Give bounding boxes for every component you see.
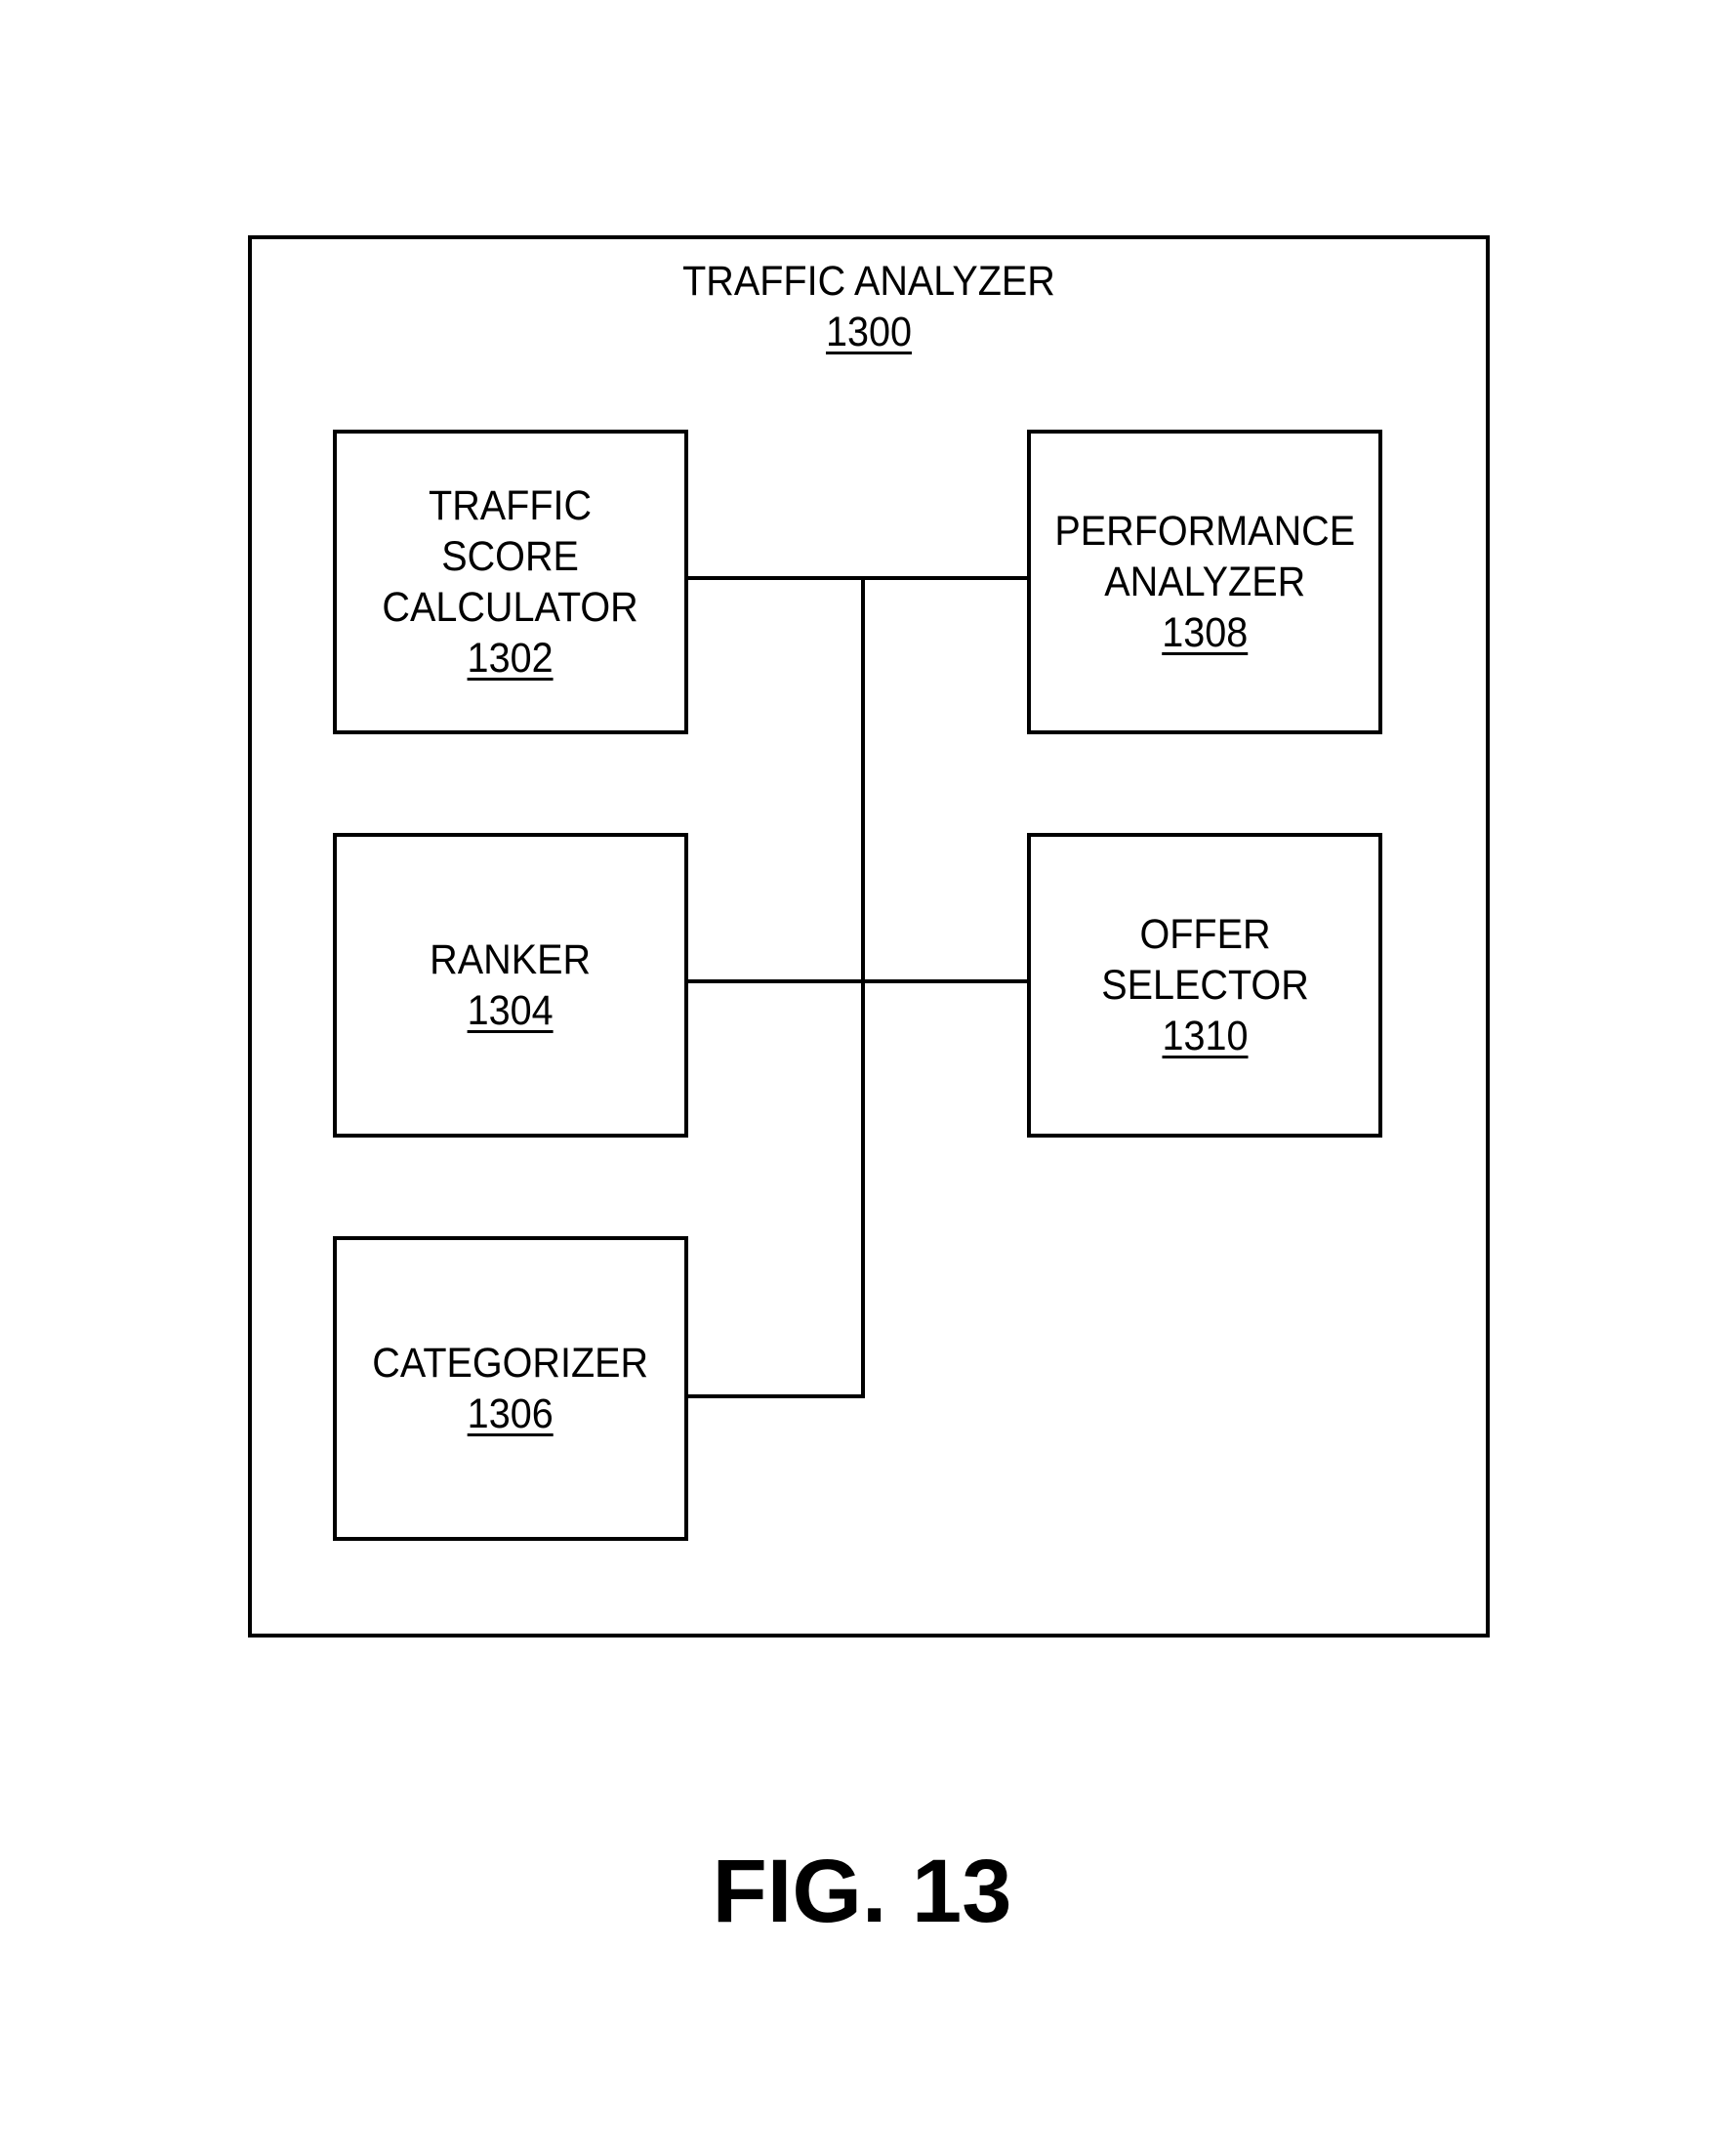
figure-label: FIG. 13	[0, 1838, 1724, 1945]
block-label-line: RANKER	[431, 934, 592, 985]
offer-selector-block: OFFER SELECTOR 1310	[1027, 833, 1382, 1138]
block-label-line: ANALYZER	[1104, 557, 1305, 607]
block-ref-number: 1310	[1162, 1011, 1248, 1061]
block-label-line: SELECTOR	[1101, 960, 1309, 1011]
container-ref-number: 1300	[298, 307, 1440, 357]
block-ref-number: 1304	[468, 985, 554, 1036]
block-label-line: TRAFFIC	[429, 480, 592, 531]
traffic-score-calculator-block: TRAFFIC SCORE CALCULATOR 1302	[333, 430, 688, 734]
performance-analyzer-block: PERFORMANCE ANALYZER 1308	[1027, 430, 1382, 734]
block-ref-number: 1308	[1162, 607, 1248, 658]
block-label-line: PERFORMANCE	[1054, 506, 1355, 557]
block-ref-number: 1306	[468, 1389, 554, 1439]
block-ref-number: 1302	[468, 633, 554, 684]
block-label-line: OFFER	[1139, 909, 1270, 960]
container-title-text: TRAFFIC ANALYZER	[682, 258, 1055, 305]
ranker-block: RANKER 1304	[333, 833, 688, 1138]
block-label-line: CALCULATOR	[383, 582, 638, 633]
categorizer-block: CATEGORIZER 1306	[333, 1236, 688, 1541]
block-label-line: CATEGORIZER	[373, 1338, 649, 1389]
container-title: TRAFFIC ANALYZER 1300	[298, 256, 1440, 357]
block-label-line: SCORE	[442, 531, 580, 582]
